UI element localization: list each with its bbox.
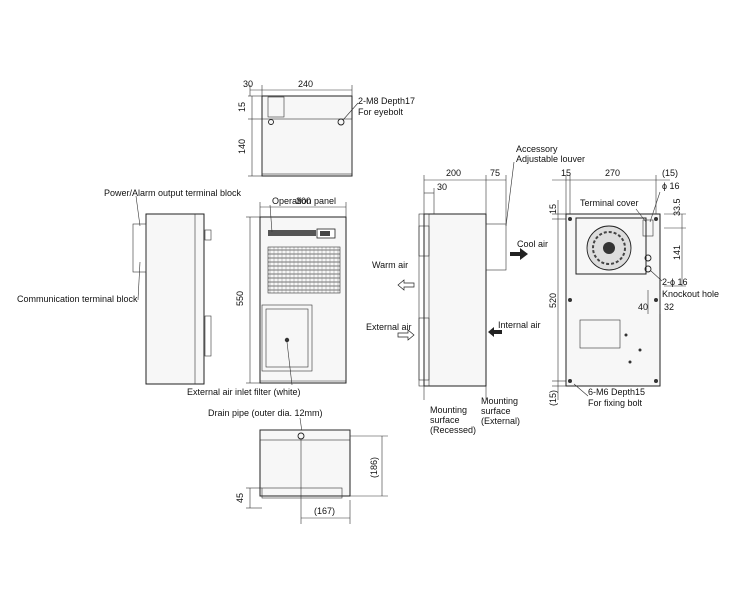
- front-view-body: [259, 216, 347, 384]
- drain-pipe: [297, 432, 305, 440]
- terminal-cover: [642, 219, 654, 237]
- back-dim-520: 520: [548, 293, 558, 308]
- back-dim-141: 141: [672, 245, 682, 260]
- mount-recessed-1: Mounting: [430, 405, 467, 415]
- filter-inner: [265, 308, 309, 368]
- external-air-label: External air: [366, 322, 412, 332]
- back-dim-270: 270: [605, 168, 620, 178]
- warm-air-label: Warm air: [372, 260, 408, 270]
- bottom-dim-depth: (186): [369, 457, 379, 478]
- bottom-dim-167: (167): [314, 506, 335, 516]
- two-phi16-label: 2-ϕ 16: [662, 277, 688, 287]
- front-louver: [267, 246, 341, 294]
- right-dim-200: 200: [446, 168, 461, 178]
- back-dim-15-paren: (15): [662, 168, 678, 178]
- eyebolt-hole-1: [337, 118, 345, 126]
- top-view-panel: [261, 118, 353, 175]
- terminal-cover-label: Terminal cover: [580, 198, 639, 208]
- bottom-view: (186) 45 (167): [235, 429, 388, 524]
- m6-label-2: For fixing bolt: [588, 398, 643, 408]
- front-dim-height: 550: [235, 291, 245, 306]
- front-view: 300 550 Operation panel External air inl…: [187, 196, 347, 433]
- back-dim-33-5: 33.5: [672, 198, 682, 216]
- top-dim-width: 240: [298, 79, 313, 89]
- right-dim-75: 75: [490, 168, 500, 178]
- right-dim-30: 30: [437, 182, 447, 192]
- top-dim-h1: 15: [237, 102, 247, 112]
- top-dim-h2: 140: [237, 139, 247, 154]
- top-dim-left: 30: [243, 79, 253, 89]
- brand-label: [268, 230, 316, 236]
- m6-label-1: 6-M6 Depth15: [588, 387, 645, 397]
- operation-panel-display: [320, 231, 330, 236]
- mount-recessed-3: (Recessed): [430, 425, 476, 435]
- filter-knob: [284, 337, 290, 343]
- filter-frame: [261, 304, 313, 372]
- mount-external-3: (External): [481, 416, 520, 426]
- eyebolt-label-2: For eyebolt: [358, 107, 404, 117]
- side-latch-2: [204, 315, 212, 357]
- eyebolt-label-1: 2-M8 Depth17: [358, 96, 415, 106]
- knockout-label: Knockout hole: [662, 289, 719, 299]
- adjustable-louver: [485, 223, 507, 271]
- mount-external-1: Mounting: [481, 396, 518, 406]
- operation-panel-label: Operation panel: [272, 196, 336, 206]
- internal-air-label: Internal air: [498, 320, 541, 330]
- knockout-hole-2: [644, 265, 652, 273]
- side-latch-1: [204, 229, 212, 241]
- comm-label: Communication terminal block: [17, 294, 138, 304]
- top-view-box: [267, 96, 285, 118]
- accessory-label-1: Accessory: [516, 144, 558, 154]
- accessory-label-2: Adjustable louver: [516, 154, 585, 164]
- drain-label: Drain pipe (outer dia. 12mm): [208, 408, 323, 418]
- back-dim-40: 40: [638, 302, 648, 312]
- fixing-hole: [568, 379, 572, 383]
- mount-external-2: surface: [481, 406, 511, 416]
- fan-hub: [603, 242, 615, 254]
- back-dim-32: 32: [664, 302, 674, 312]
- terminal-block: [132, 223, 147, 273]
- back-dim-phi16: ϕ 16: [662, 181, 680, 191]
- eyebolt-hole-2: [268, 119, 274, 125]
- back-view: 15 270 (15) ϕ 16 33.5 141 15 520 (15) Te…: [548, 168, 719, 408]
- fan-blades: [592, 231, 626, 265]
- power-alarm-label: Power/Alarm output terminal block: [104, 188, 242, 198]
- internal-air-arrow: [488, 327, 502, 337]
- cool-air-label: Cool air: [517, 239, 548, 249]
- knockout-hole-1: [644, 254, 652, 262]
- bottom-dim-45: 45: [235, 493, 245, 503]
- filter-label: External air inlet filter (white): [187, 387, 301, 397]
- back-dim-15-bottom: (15): [548, 390, 558, 406]
- external-air-arrow: [397, 329, 415, 341]
- mount-recessed-2: surface: [430, 415, 460, 425]
- back-dim-15-left: 15: [548, 204, 558, 214]
- cool-air-arrow: [510, 248, 528, 260]
- back-plate: [579, 319, 621, 349]
- top-view-body: [261, 95, 353, 177]
- left-side-view: Power/Alarm output terminal block Commun…: [17, 188, 242, 385]
- top-view: 30 240 15 140 2-M8 Depth17 For eyebolt: [237, 79, 415, 177]
- left-side-body: [145, 213, 205, 385]
- right-side-view: 200 75 30 Accessory Adjustable louver Co…: [366, 144, 585, 435]
- warm-air-arrow: [397, 279, 415, 291]
- right-side-body: [423, 213, 487, 387]
- front-dim-width: 300: [296, 196, 311, 206]
- back-dim-15-top: 15: [561, 168, 571, 178]
